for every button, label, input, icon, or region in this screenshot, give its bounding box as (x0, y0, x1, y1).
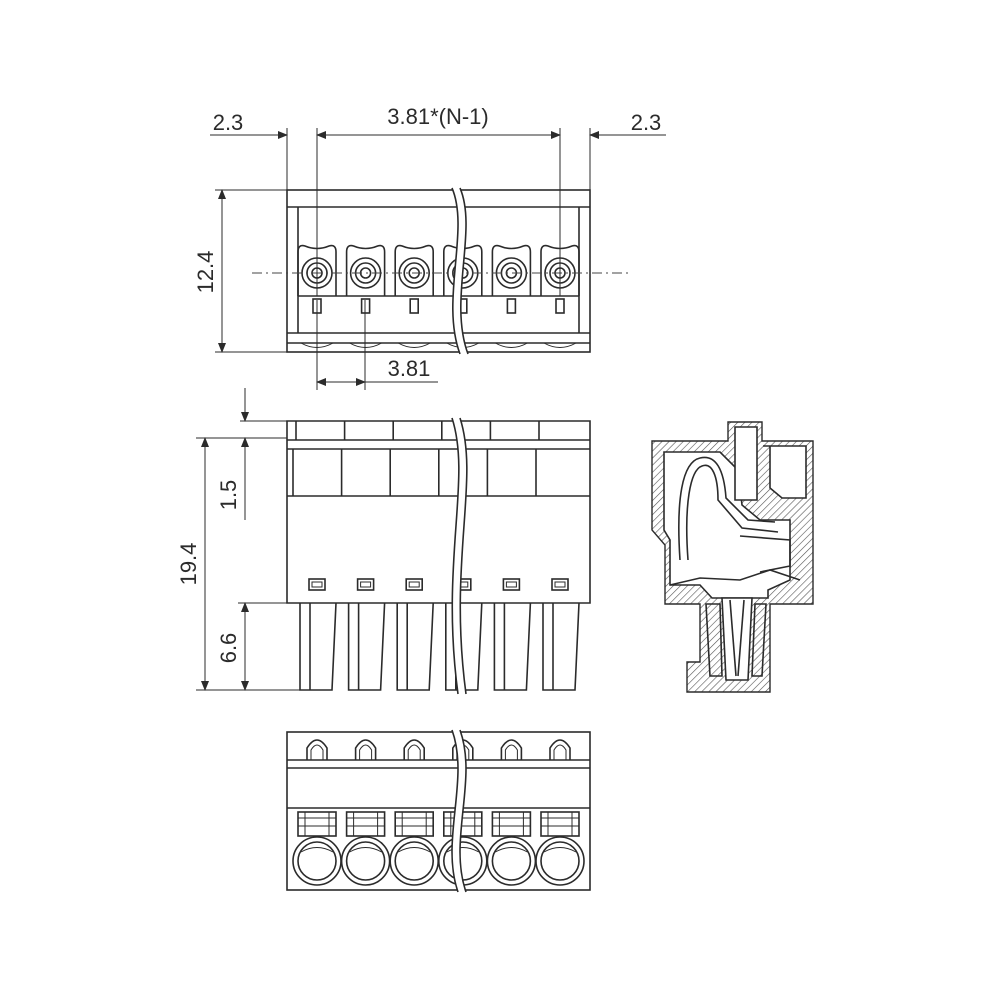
wire-entry-inner (297, 841, 337, 881)
wire-entry-arc (495, 847, 528, 853)
dim-top-offset: 1.5 (216, 480, 241, 511)
pin-arc (543, 342, 577, 348)
pin-stub (506, 298, 517, 314)
wire-entry-inner (394, 841, 435, 881)
bottom-cells (292, 739, 585, 886)
latch-slot (356, 578, 375, 591)
top-view-body (286, 189, 591, 353)
dim-left-margin: 2.3 (213, 110, 244, 135)
latch-slot-inner (505, 581, 517, 588)
bump (403, 739, 425, 760)
dim-height-side: 19.4 (176, 543, 201, 586)
screw-inner-ring (403, 262, 426, 284)
bump-inner (553, 744, 567, 760)
wire-entry-arc (446, 847, 480, 853)
top-view (252, 187, 628, 355)
latch-slot-inner (311, 581, 323, 588)
bump-inner (407, 744, 421, 760)
terminal-cell (394, 244, 434, 296)
wire-entry-outer (292, 836, 342, 886)
pin-housing (493, 602, 532, 691)
wire-entry-inner (345, 841, 386, 881)
terminal-cell (345, 244, 386, 296)
dim-pitch: 3.81 (388, 356, 431, 381)
latch-slot-inner (360, 581, 372, 588)
bottom-view (286, 729, 591, 893)
latch-slot (502, 578, 521, 591)
wire-entry-arc (349, 847, 382, 853)
bump-inner (310, 744, 324, 760)
wire-entry-outer (486, 836, 537, 886)
clamp-window (297, 811, 337, 837)
latch-slot (551, 578, 569, 591)
clamp-window (540, 811, 580, 837)
bump (549, 739, 571, 760)
bottom-view-body (286, 731, 591, 891)
top-dimensions: 2.3 3.81*(N-1) 2.3 12.4 3.81 (193, 104, 666, 390)
clamp-window (394, 811, 435, 837)
pin-arc (397, 342, 431, 348)
side-section-view (651, 421, 814, 693)
bump (500, 739, 523, 760)
front-view-body (286, 420, 591, 604)
front-dimensions: 19.4 1.5 6.6 (176, 388, 300, 691)
latch-slot-inner (408, 581, 420, 588)
wire-entry-inner (540, 841, 580, 881)
pin-housing (347, 602, 386, 691)
pin-housing (542, 602, 580, 691)
latch-slot (405, 578, 424, 591)
front-cells (292, 421, 580, 691)
latch-slot (308, 578, 326, 591)
bump (306, 739, 328, 760)
pin-stub (555, 298, 565, 314)
dim-right-margin: 2.3 (631, 110, 662, 135)
wire-entry-outer (535, 836, 585, 886)
bump (354, 739, 377, 760)
terminal-cell (491, 244, 532, 296)
pin-stub (360, 298, 371, 314)
pin-housing (299, 602, 337, 691)
bump-inner (359, 744, 373, 760)
wire-entry-arc (543, 847, 577, 853)
dim-height-top: 12.4 (193, 251, 218, 294)
dim-pin-length: 6.6 (216, 633, 241, 664)
wire-entry-outer (340, 836, 391, 886)
clamp-window (491, 811, 532, 837)
wire-entry-arc (300, 847, 334, 853)
wire-entry-arc (397, 847, 431, 853)
wire-entry-outer (389, 836, 440, 886)
bump-inner (504, 744, 518, 760)
latch-slot-inner (554, 581, 566, 588)
front-view (286, 417, 591, 695)
pin-arc (349, 342, 382, 348)
screw-hole (359, 267, 372, 279)
clamp-window (345, 811, 386, 837)
pin-stub (409, 298, 420, 314)
dim-pitch-total: 3.81*(N-1) (387, 104, 488, 129)
pin-arc (495, 342, 528, 348)
pin-housing (396, 602, 434, 691)
wire-entry-inner (491, 841, 532, 881)
